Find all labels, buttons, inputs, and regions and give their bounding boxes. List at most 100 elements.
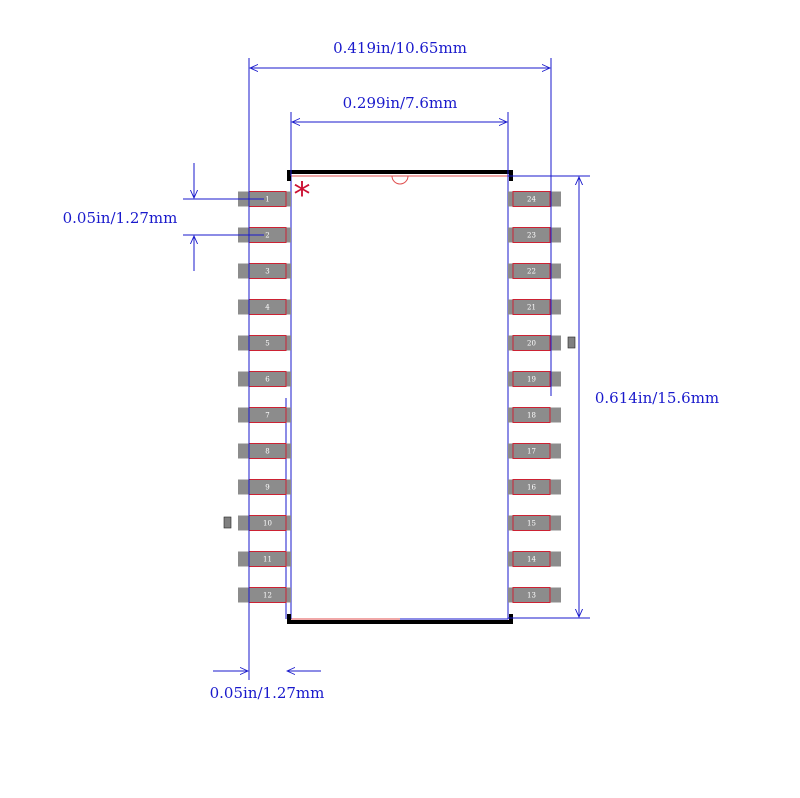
pad-copper: [238, 371, 291, 387]
right-pad: 17: [508, 443, 561, 459]
pin-number: 8: [265, 448, 269, 456]
pin-number: 21: [527, 304, 536, 312]
orientation-marker-left: [223, 516, 232, 529]
pin-number: 10: [263, 520, 272, 528]
pad-outline: [512, 587, 551, 603]
left-pad: 10: [238, 515, 291, 531]
pin1-notch: [391, 175, 409, 185]
right-pad: 23: [508, 227, 561, 243]
right-pad: 20: [508, 335, 561, 351]
pad-width-label: 0.05in/1.27mm: [210, 684, 325, 702]
pin-number: 14: [527, 556, 536, 564]
pin-number: 3: [265, 268, 269, 276]
pad-copper: [508, 515, 561, 531]
right-pad: 18: [508, 407, 561, 423]
pad-outline: [512, 263, 551, 279]
left-pad: 3: [238, 263, 291, 279]
pad-copper: [238, 407, 291, 423]
pin-number: 7: [265, 412, 269, 420]
pad-copper: [508, 443, 561, 459]
dim-body-length: 0.614in/15.6mm: [508, 175, 719, 619]
left-pad: 2: [238, 227, 291, 243]
pin-number: 19: [527, 376, 536, 384]
pad-copper: [508, 371, 561, 387]
pin-number: 12: [263, 592, 272, 600]
pad-outline: [512, 227, 551, 243]
pad-copper: [238, 299, 291, 315]
pin-number: 17: [527, 448, 536, 456]
right-pad: 16: [508, 479, 561, 495]
dim-pad-width: 0.05in/1.27mm: [210, 671, 325, 702]
pin-number: 9: [265, 484, 269, 492]
pad-copper: [508, 587, 561, 603]
orientation-marker-right: [567, 336, 576, 349]
pin-number: 18: [527, 412, 536, 420]
dim-overall-width: 0.419in/10.65mm: [248, 39, 552, 680]
pad-copper: [238, 263, 291, 279]
pin-number: 2: [265, 232, 269, 240]
pad-outline: [512, 551, 551, 567]
left-pad: 4: [238, 299, 291, 315]
right-pad: 13: [508, 587, 561, 603]
package-body: *: [285, 170, 513, 624]
left-pad: 9: [238, 479, 291, 495]
pin-number: 6: [265, 376, 270, 384]
pin1-marker: *: [294, 175, 311, 215]
pad-outline: [512, 407, 551, 423]
pad-outline: [512, 371, 551, 387]
right-pad: 22: [508, 263, 561, 279]
right-pad: 19: [508, 371, 561, 387]
dim-pin-pitch: 0.05in/1.27mm: [63, 163, 264, 271]
pad-copper: [238, 443, 291, 459]
pin-number: 5: [265, 340, 269, 348]
left-pad: 11: [238, 551, 291, 567]
pad-copper: [238, 551, 291, 567]
left-pad: 6: [238, 371, 291, 387]
pin-number: 1: [265, 196, 269, 204]
body-outline: [290, 175, 509, 620]
pin-number: 16: [527, 484, 536, 492]
left-pad: 7: [238, 407, 291, 423]
pad-copper: [238, 335, 291, 351]
right-pad: 21: [508, 299, 561, 315]
pin-number: 15: [527, 520, 536, 528]
pad-copper: [508, 263, 561, 279]
pad-copper: [508, 479, 561, 495]
pad-outline: [512, 335, 551, 351]
pad-copper: [238, 515, 291, 531]
pad-copper: [238, 479, 291, 495]
overall-width-label: 0.419in/10.65mm: [333, 39, 467, 57]
pin-number: 22: [527, 268, 536, 276]
pin-number: 13: [527, 592, 536, 600]
pad-copper: [508, 191, 561, 207]
pad-copper: [508, 551, 561, 567]
pad-outline: [512, 515, 551, 531]
pin-number: 11: [263, 556, 272, 564]
pin-number: 23: [527, 232, 536, 240]
pad-copper: [508, 407, 561, 423]
pin-pitch-label: 0.05in/1.27mm: [63, 209, 178, 227]
pad-outline: [512, 299, 551, 315]
pin-number: 24: [527, 196, 536, 204]
body-length-label: 0.614in/15.6mm: [595, 389, 719, 407]
right-pad: 24: [508, 191, 561, 207]
pad-copper: [508, 227, 561, 243]
left-pad: 5: [238, 335, 291, 351]
left-pad: 12: [238, 587, 291, 603]
right-pad: 15: [508, 515, 561, 531]
pad-outline: [512, 443, 551, 459]
pads-right: 24 23 22 21 20 19 18 17 16 15 14 13: [508, 191, 561, 603]
pad-copper: [508, 299, 561, 315]
pad-outline: [512, 191, 551, 207]
body-width-label: 0.299in/7.6mm: [343, 94, 458, 112]
pad-copper: [508, 335, 561, 351]
pad-copper: [238, 227, 291, 243]
right-pad: 14: [508, 551, 561, 567]
pin-number: 4: [265, 304, 270, 312]
pad-copper: [238, 587, 291, 603]
pin-number: 20: [527, 340, 536, 348]
pad-outline: [512, 479, 551, 495]
dim-body-width: 0.299in/7.6mm: [290, 94, 509, 176]
